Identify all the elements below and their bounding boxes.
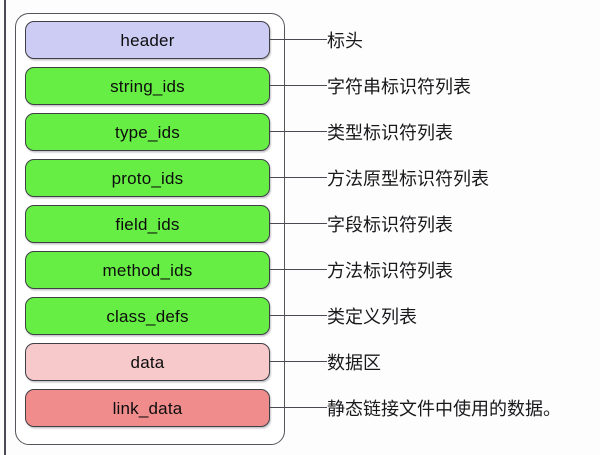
dex-section-label-link_data: link_data (112, 398, 183, 418)
dex-section-row-link_data: link_data (15, 385, 327, 431)
leader-line-class_defs (270, 315, 327, 316)
annotation-data: 数据区 (327, 353, 381, 374)
dex-section-row-header: header (15, 17, 327, 63)
leader-line-header (270, 39, 327, 40)
dex-section-box-method_ids[interactable]: method_ids (25, 251, 270, 289)
annotation-proto_ids: 方法原型标识符列表 (327, 169, 489, 190)
annotation-type_ids: 类型标识符列表 (327, 123, 453, 144)
dex-section-row-type_ids: type_ids (15, 109, 327, 155)
leader-line-type_ids (270, 131, 327, 132)
annotation-string_ids: 字符串标识符列表 (327, 77, 471, 98)
dex-section-label-type_ids: type_ids (115, 122, 180, 142)
dex-section-box-link_data[interactable]: link_data (25, 389, 270, 427)
dex-section-row-string_ids: string_ids (15, 63, 327, 109)
leader-line-proto_ids (270, 177, 327, 178)
dex-section-row-field_ids: field_ids (15, 201, 327, 247)
dex-section-label-method_ids: method_ids (102, 260, 193, 280)
annotation-method_ids: 方法标识符列表 (327, 261, 453, 282)
dex-section-row-proto_ids: proto_ids (15, 155, 327, 201)
annotation-link_data: 静态链接文件中使用的数据。 (327, 399, 561, 420)
dex-section-label-string_ids: string_ids (110, 76, 185, 96)
dex-section-box-field_ids[interactable]: field_ids (25, 205, 270, 243)
dex-section-label-proto_ids: proto_ids (111, 168, 184, 188)
dex-section-label-class_defs: class_defs (106, 306, 189, 326)
dex-section-stack: header string_ids type_ids proto_ids field_i… (15, 13, 327, 445)
annotation-field_ids: 字段标识符列表 (327, 215, 453, 236)
leader-line-field_ids (270, 223, 327, 224)
dex-section-box-string_ids[interactable]: string_ids (25, 67, 270, 105)
dex-section-box-class_defs[interactable]: class_defs (25, 297, 270, 335)
dex-section-box-proto_ids[interactable]: proto_ids (25, 159, 270, 197)
dex-section-row-class_defs: class_defs (15, 293, 327, 339)
dex-section-label-field_ids: field_ids (115, 214, 180, 234)
dex-section-box-header[interactable]: header (25, 21, 270, 59)
leader-line-data (270, 361, 327, 362)
leader-line-method_ids (270, 269, 327, 270)
annotation-header: 标头 (327, 31, 363, 52)
leader-line-string_ids (270, 85, 327, 86)
dex-section-row-method_ids: method_ids (15, 247, 327, 293)
annotation-class_defs: 类定义列表 (327, 307, 417, 328)
leader-line-link_data (270, 407, 327, 408)
dex-section-box-data[interactable]: data (25, 343, 270, 381)
dex-section-row-data: data (15, 339, 327, 385)
dex-section-label-header: header (120, 30, 175, 50)
dex-section-label-data: data (130, 352, 165, 372)
page-frame-left-border (4, 0, 6, 455)
dex-section-box-type_ids[interactable]: type_ids (25, 113, 270, 151)
